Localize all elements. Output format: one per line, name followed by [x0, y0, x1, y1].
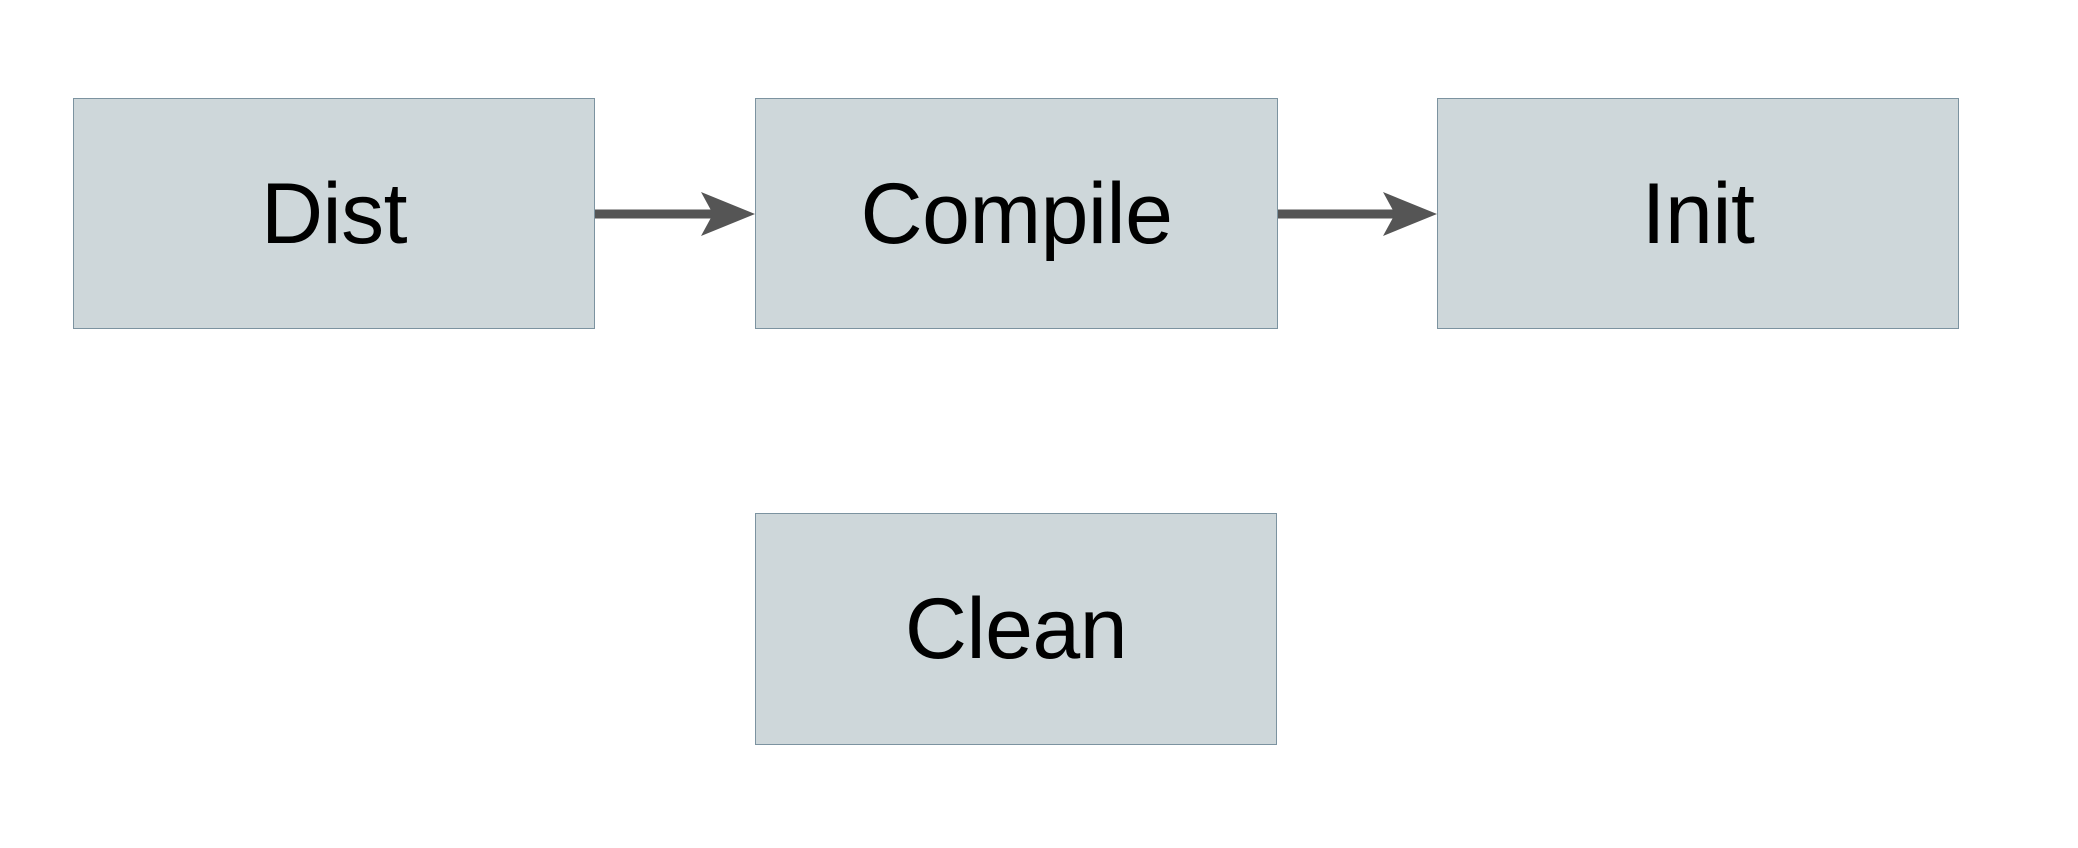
edge-dist-to-compile[interactable] — [595, 185, 755, 245]
node-dist-label: Dist — [260, 165, 408, 262]
node-dist[interactable]: Dist — [73, 98, 595, 329]
node-init-label: Init — [1641, 165, 1755, 262]
node-init[interactable]: Init — [1437, 98, 1959, 329]
node-compile[interactable]: Compile — [755, 98, 1278, 329]
node-clean[interactable]: Clean — [755, 513, 1277, 745]
arrowhead-icon — [1383, 192, 1437, 236]
node-compile-label: Compile — [860, 165, 1173, 262]
node-clean-label: Clean — [904, 581, 1128, 677]
arrowhead-icon — [701, 192, 755, 236]
edge-compile-to-init[interactable] — [1278, 185, 1437, 245]
